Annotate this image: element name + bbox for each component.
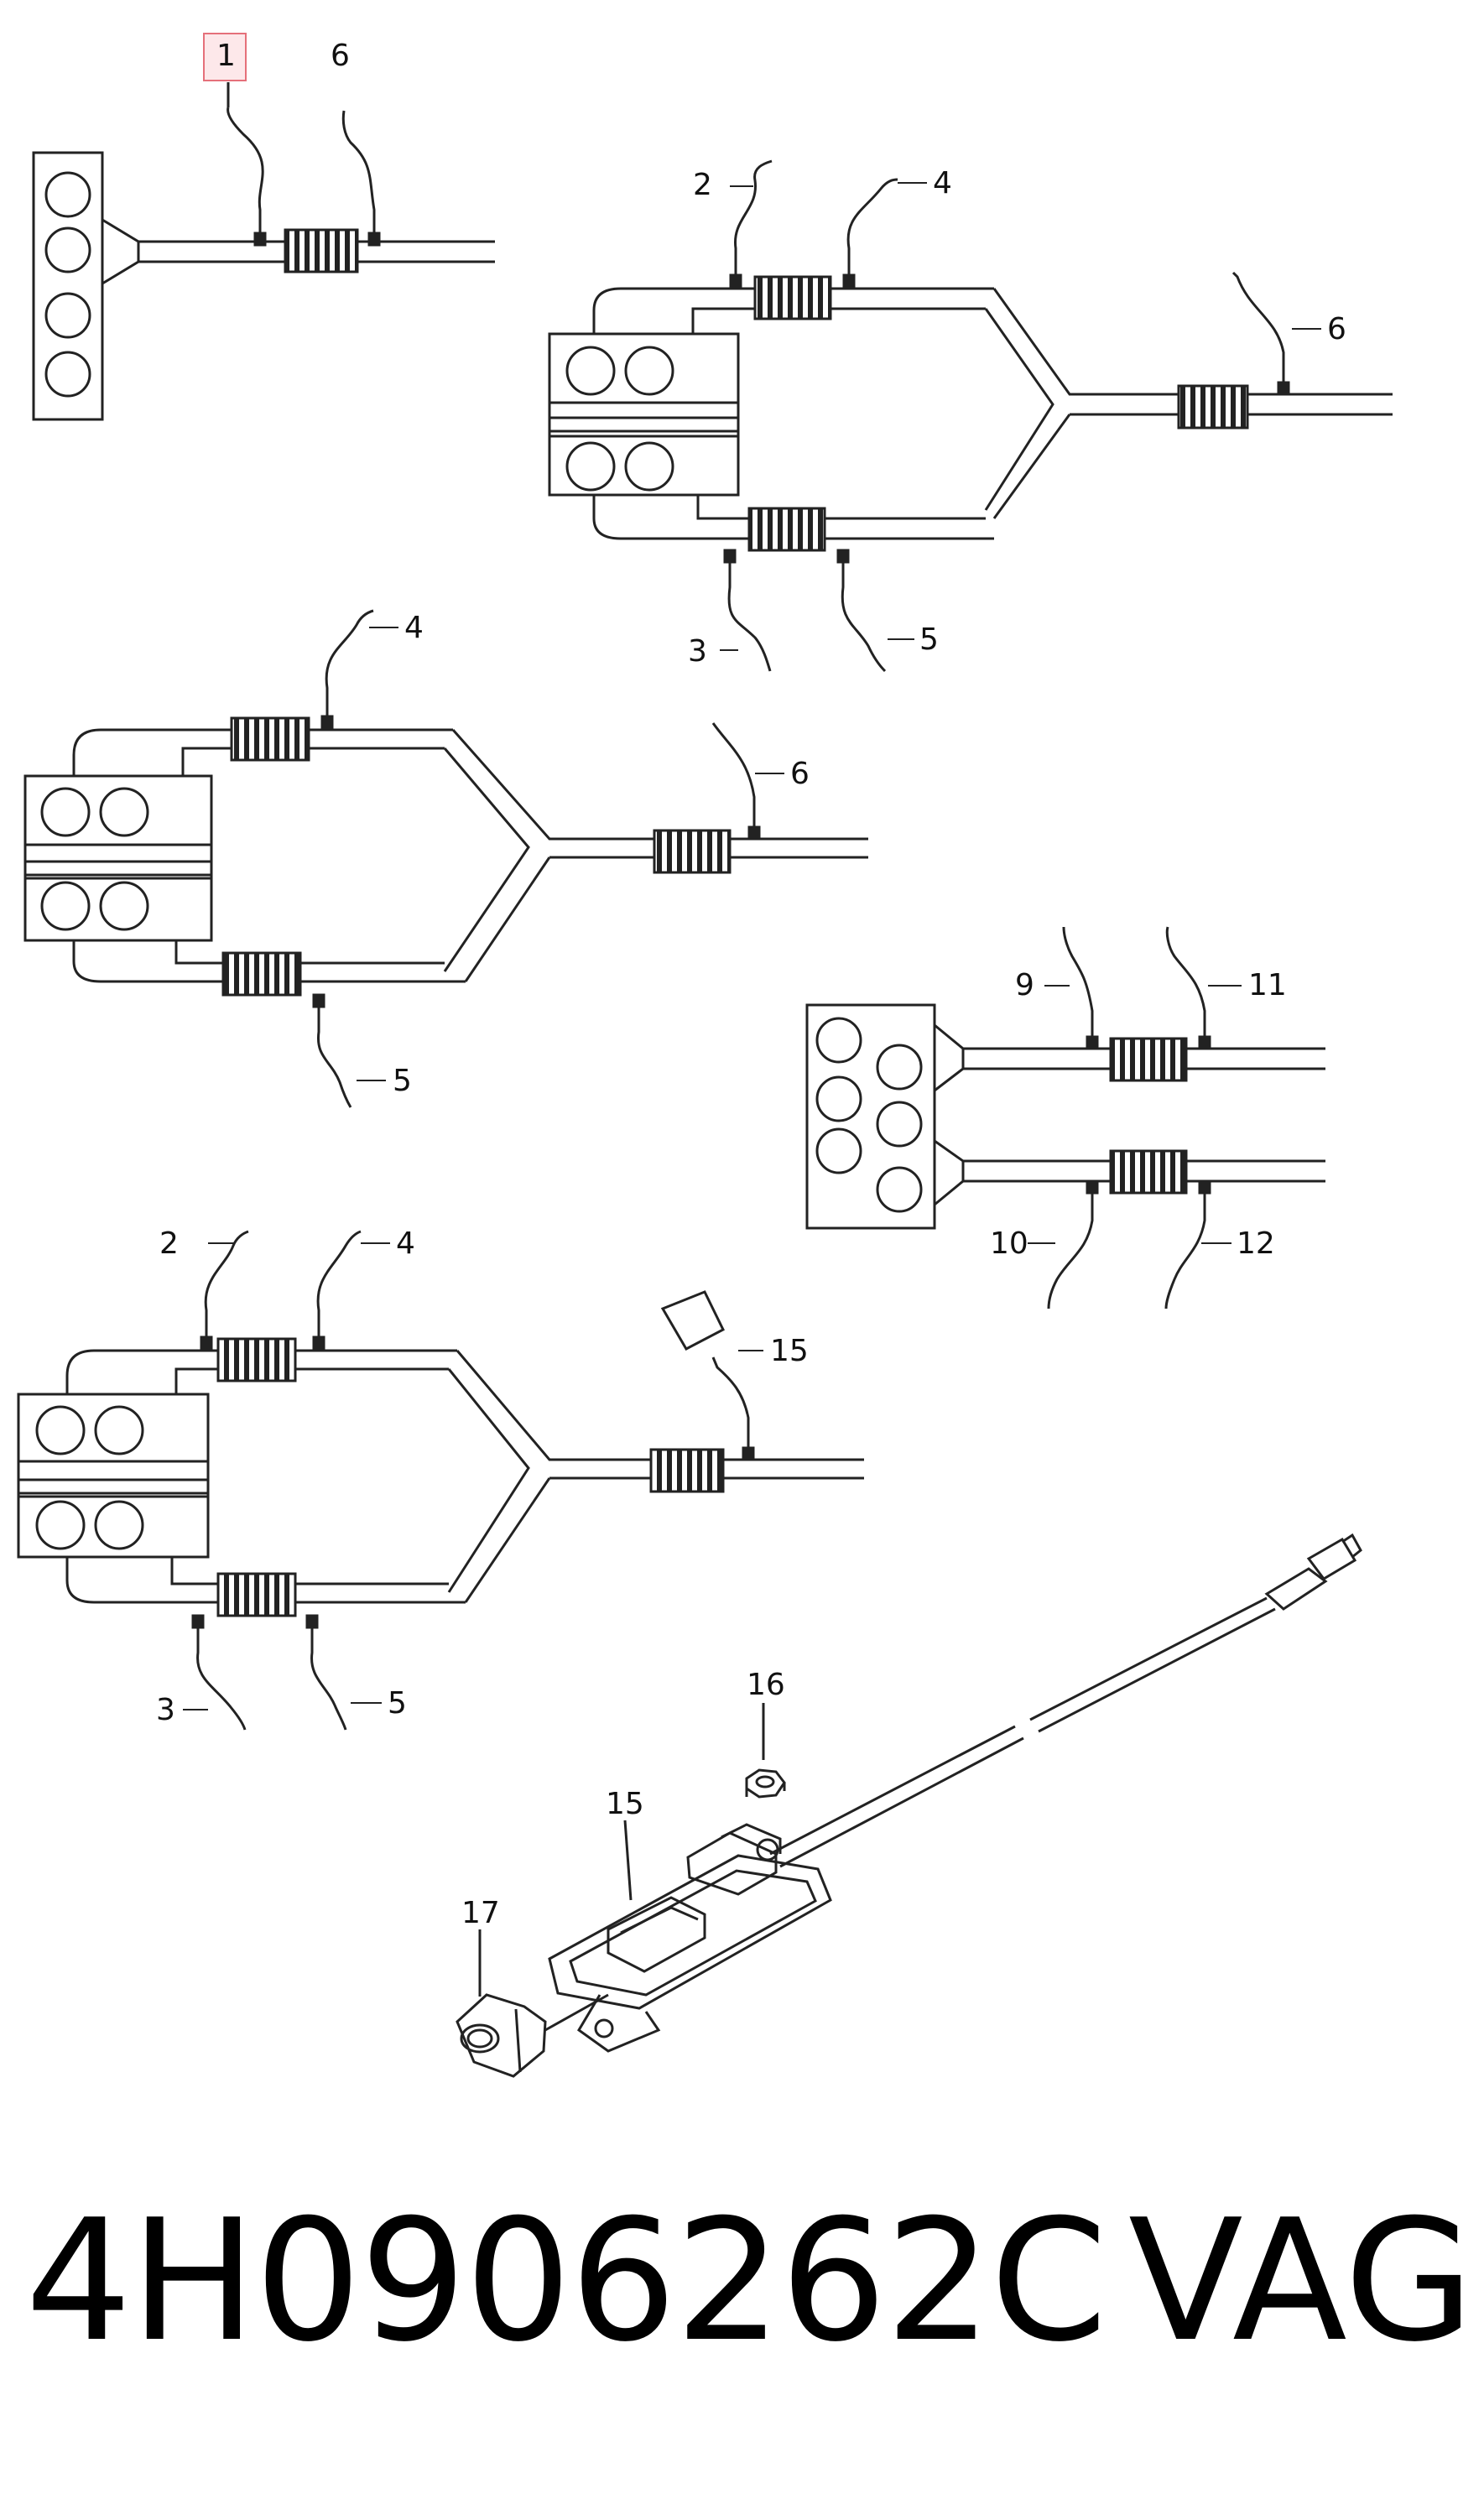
callout-3: 3 [688, 634, 707, 669]
callout-9: 9 [1015, 968, 1034, 1002]
sensor-cable [769, 1725, 1024, 1868]
callout-11: 11 [1248, 968, 1287, 1002]
callout-4: 4 [933, 166, 952, 200]
diagram-1 [32, 33, 495, 421]
callout-6: 6 [790, 757, 810, 791]
sensor-5 [312, 993, 352, 1108]
connector-plug [456, 1993, 609, 2078]
sensor-6 [711, 722, 761, 841]
sensor-2 [729, 159, 773, 289]
sensor-4 [312, 1230, 362, 1351]
callout-4: 4 [396, 1226, 415, 1261]
callout-12: 12 [1237, 1226, 1275, 1261]
sensor-3 [723, 549, 772, 672]
sensor-6 [341, 110, 381, 247]
callout-5: 5 [919, 622, 939, 657]
sensor-9 [1062, 926, 1099, 1050]
catalytic-converter [284, 228, 359, 273]
diagram-2 [548, 159, 1393, 673]
callout-10: 10 [990, 1226, 1028, 1261]
callout-16: 16 [747, 1668, 785, 1702]
nut [745, 1768, 786, 1799]
brand-name: VAG [1128, 2184, 1475, 2379]
engine-bank-upper [548, 332, 740, 438]
callout-5: 5 [393, 1064, 412, 1098]
callout-2: 2 [693, 168, 712, 202]
sensor-3 [191, 1614, 247, 1731]
sensor-4 [842, 178, 898, 289]
control-module [660, 1290, 725, 1351]
sensor-4 [320, 609, 374, 730]
sensor-10 [1047, 1179, 1099, 1309]
callout-2: 2 [159, 1226, 179, 1261]
engine-bank-lower [548, 401, 740, 497]
sensor-15 [660, 1290, 755, 1461]
callout-6: 6 [1327, 312, 1346, 346]
sensor-5 [836, 549, 887, 673]
sensor-11 [1165, 926, 1211, 1050]
diagram-6 [456, 1533, 1362, 2078]
callout-1: 1 [216, 39, 236, 73]
callout-5: 5 [388, 1686, 407, 1721]
callout-15: 15 [606, 1787, 644, 1821]
callout-6: 6 [331, 39, 350, 73]
sensor-1 [227, 107, 267, 247]
callout-highlight [203, 33, 247, 81]
sensor-6 [1231, 271, 1290, 396]
nox-control-unit [548, 1823, 832, 2053]
callout-4: 4 [404, 611, 424, 645]
diagram-4 [805, 926, 1325, 1309]
callout-17: 17 [461, 1896, 500, 1930]
engine-block [805, 1003, 936, 1230]
part-number: 4H0906262C [25, 2184, 1107, 2379]
sensor-2 [200, 1230, 249, 1351]
diagram-5 [17, 1230, 864, 1731]
sensor-5 [305, 1614, 347, 1731]
sensor-12 [1164, 1179, 1211, 1309]
callout-15: 15 [770, 1334, 809, 1368]
engine-block [32, 151, 104, 421]
callout-3: 3 [156, 1693, 175, 1727]
diagram-3 [23, 609, 868, 1108]
